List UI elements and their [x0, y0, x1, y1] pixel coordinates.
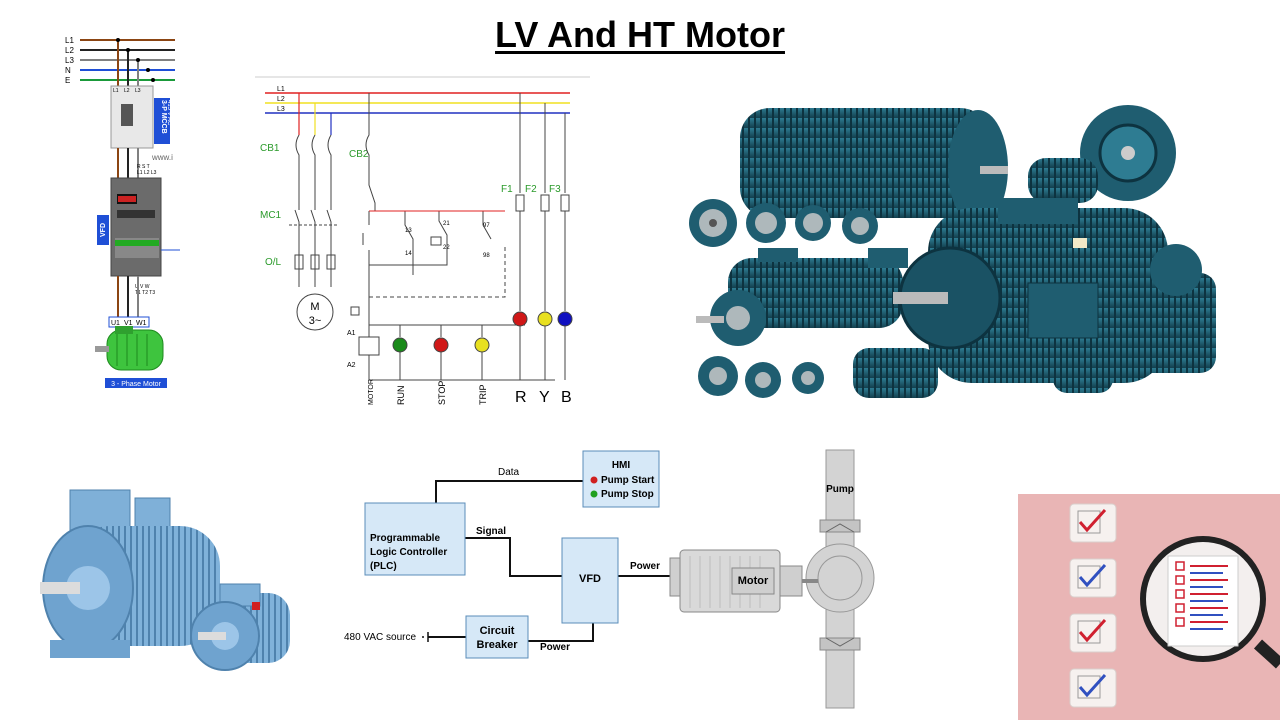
line-label-l2: L2 — [65, 46, 74, 55]
label-cb1: CB1 — [260, 143, 280, 154]
motor-terminal-w1: W1 — [136, 320, 147, 327]
power-top-label: Power — [630, 561, 660, 572]
vfd-input-terminals-2: L1 L2 L3 — [137, 170, 157, 176]
motor-terminal-u1: U1 — [111, 320, 120, 327]
breaker-label-2: Breaker — [477, 639, 519, 651]
r-lamp-icon — [512, 311, 528, 327]
run-lamp-icon — [392, 337, 408, 353]
motor-body-icon — [669, 549, 803, 613]
vfd-box-label: VFD — [579, 573, 601, 585]
phase-letter-b: B — [561, 389, 572, 406]
checklist-magnifier-icon — [1018, 494, 1280, 720]
line-label-l3: L3 — [65, 56, 74, 65]
label-f2: F2 — [525, 184, 537, 195]
vfd-input-terminals: R S T — [137, 164, 150, 170]
checkbox-cubes — [1069, 503, 1117, 708]
vfd-output-terminals-2: T1 T2 T3 — [135, 290, 155, 296]
label-22: 22 — [443, 245, 450, 251]
trip-lamp-icon — [474, 337, 490, 353]
breaker-label-1: Circuit — [480, 625, 515, 637]
blue-motors-icon — [40, 489, 290, 671]
control-system-diagram: HMI Pump Start Pump Stop Programmable Lo… — [344, 449, 875, 709]
page-title: LV And HT Motor — [495, 14, 785, 55]
breaker-power-link — [528, 623, 594, 642]
bottom-label-trip: TRIP — [478, 384, 488, 405]
vfd-wiring-diagram: L1 L2 L3 N E L1 L2 L3 3-P MCCB 415 V AC … — [65, 36, 180, 388]
motor-terminal-v1: V1 — [124, 320, 133, 327]
bottom-label-motor: MOTOR — [368, 379, 375, 405]
line-label-e: E — [65, 76, 70, 85]
line-label-n: N — [65, 66, 71, 75]
hmi-pump-start: Pump Start — [601, 475, 655, 486]
line-label-l1: L1 — [65, 36, 74, 45]
vfd-label: VFD — [100, 223, 107, 237]
label-cb2: CB2 — [349, 149, 369, 160]
b-lamp-icon — [557, 311, 573, 327]
label-14: 14 — [405, 251, 412, 257]
phase-letter-r: R — [515, 389, 527, 406]
power-bottom-label: Power — [540, 642, 570, 653]
label-f3: F3 — [549, 184, 561, 195]
phase-letter-y: Y — [539, 389, 550, 406]
vfd-output-terminals: U V W — [135, 284, 150, 290]
mccb-badge — [154, 98, 170, 144]
motor-symbol-3: 3~ — [309, 315, 322, 327]
label-a1: A1 — [347, 330, 356, 337]
hmi-title: HMI — [612, 460, 631, 471]
vfd-unit — [110, 177, 162, 277]
fuse-f2 — [540, 194, 550, 212]
label-97: 97 — [483, 223, 490, 229]
watermark: www.i — [151, 153, 173, 162]
source-label: 480 VAC source — [344, 632, 417, 643]
phase-label-l1: L1 — [277, 86, 285, 93]
label-98: 98 — [483, 253, 490, 259]
vfd-box — [561, 537, 619, 624]
pump-start-dot-icon — [590, 476, 598, 484]
bottom-label-run: RUN — [396, 386, 406, 406]
magnifier-icon — [1140, 536, 1280, 669]
starter-circuit-diagram: L1 L2 L3 M 3~ CB1 CB2 MC1 O/L 13 14 — [255, 76, 590, 406]
plc-label-1: Programmable — [370, 533, 440, 544]
mccb-voltage: 415 V AC — [166, 100, 172, 126]
pump-stop-dot-icon — [590, 490, 598, 498]
hmi-pump-stop: Pump Stop — [601, 489, 654, 500]
signal-link-label: Signal — [476, 526, 506, 537]
label-ol: O/L — [265, 257, 282, 268]
fuse-f3 — [560, 194, 570, 212]
mccb-label: 3-P MCCB — [160, 100, 167, 134]
label-mc1: MC1 — [260, 210, 282, 221]
phase-label-l2: L2 — [277, 96, 285, 103]
stop-lamp-icon — [433, 337, 449, 353]
phase-label-l3: L3 — [277, 106, 285, 113]
motor-cluster-icon — [689, 105, 1216, 398]
motor-symbol — [296, 293, 334, 331]
signal-link — [465, 537, 562, 577]
plc-box — [364, 502, 466, 576]
fuse-f1 — [515, 194, 525, 212]
pump-icon — [802, 449, 875, 709]
label-f1: F1 — [501, 184, 513, 195]
label-13: 13 — [405, 228, 412, 234]
bottom-label-stop: STOP — [437, 381, 447, 405]
motor-label: 3 - Phase Motor — [111, 381, 161, 388]
breaker-box — [465, 615, 529, 659]
vfd-badge — [97, 215, 109, 245]
plc-label-2: Logic Controller — [370, 547, 447, 558]
label-21: 21 — [443, 221, 450, 227]
mccb-terminal-l3: L3 — [135, 88, 141, 94]
y-lamp-icon — [537, 311, 553, 327]
plc-label-3: (PLC) — [370, 561, 397, 572]
motor-label-badge — [105, 378, 167, 388]
mccb-terminal-l2: L2 — [124, 88, 130, 94]
pump-label: Pump — [826, 484, 854, 495]
data-link-label: Data — [498, 467, 520, 478]
motor-label: Motor — [738, 575, 769, 587]
mccb-terminal-l1: L1 — [113, 88, 119, 94]
green-motor-icon — [95, 326, 164, 371]
motor-symbol-m: M — [310, 301, 319, 313]
label-a2: A2 — [347, 362, 356, 369]
